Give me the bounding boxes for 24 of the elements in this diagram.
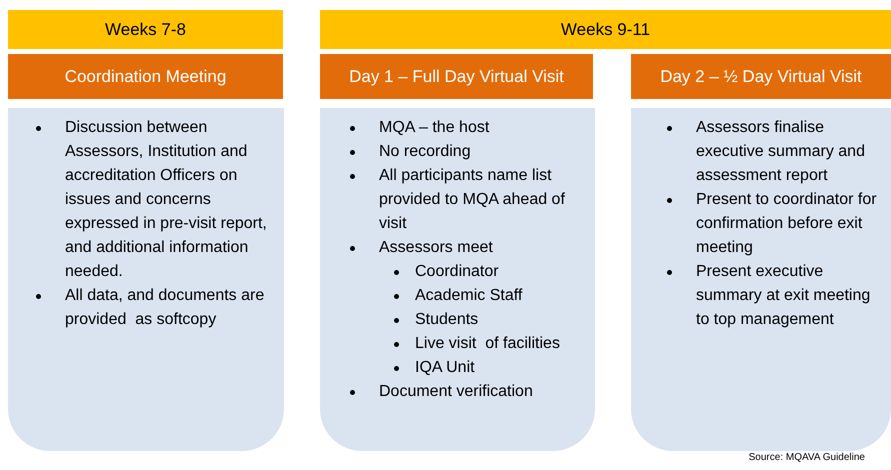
bullet-text: All participants name list provided to MQA ahead of visit [379,166,566,234]
bullet-text: Present to coordinator for confirmation before exit meeting [696,190,878,258]
content-panel [320,108,595,451]
bullet-text: MQA – the host [379,118,490,138]
week-band: Weeks 9-11 [320,10,891,49]
bullet-text: Assessors meet [379,238,493,258]
week-band: Weeks 7-8 [8,10,283,49]
phase-header: Coordination Meeting [8,54,283,99]
bullet-text: Discussion between Assessors, Institution and accreditation Officers on issues and concerns expressed in pre-visit report, and additional information needed. [65,118,268,282]
bullet-text: Live visit of facilities [415,334,560,354]
bullet-text: Assessors finalise executive summary and assessment report [696,118,866,186]
content-panel [631,108,891,451]
source-note: Source: MQAVA Guideline [748,452,865,463]
bullet-text: Academic Staff [415,286,522,306]
phase-header: Day 1 – Full Day Virtual Visit [320,54,593,99]
content-panel [8,108,284,451]
bullet-text: IQA Unit [415,358,475,378]
bullet-text: Document verification [379,382,533,402]
bullet-text: No recording [379,142,471,162]
bullet-text: Students [415,310,478,330]
phase-header: Day 2 – ½ Day Virtual Visit [631,54,891,99]
bullet-text: Coordinator [415,262,499,282]
bullet-text: All data, and documents are provided as softcopy [65,286,266,330]
bullet-text: Present executive summary at exit meeting to top management [696,262,872,330]
